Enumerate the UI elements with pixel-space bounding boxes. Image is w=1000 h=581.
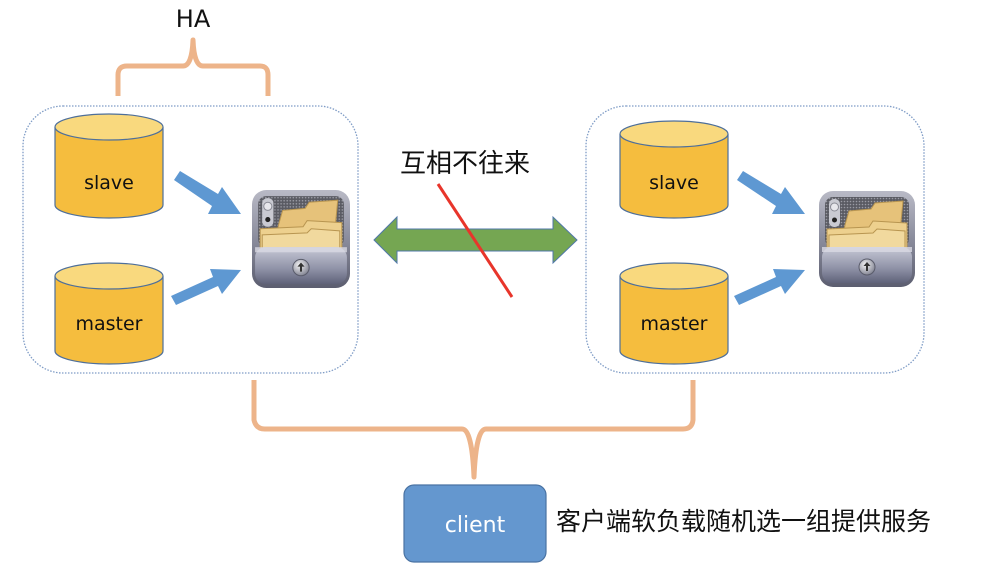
right-group: slave master xyxy=(585,105,925,374)
left-group-border xyxy=(22,105,359,374)
right-slave-arrow xyxy=(737,171,805,214)
right-slave-db[interactable]: slave xyxy=(619,120,729,219)
left-slave-label: slave xyxy=(84,172,134,194)
left-group: slave master xyxy=(22,105,359,374)
left-master-arrow xyxy=(171,269,241,305)
right-master-db[interactable]: master xyxy=(619,262,729,365)
left-slave-arrow xyxy=(174,171,241,214)
left-storage-drawer-icon xyxy=(252,190,350,288)
right-master-label: master xyxy=(640,313,707,335)
cross-out-line xyxy=(436,183,514,298)
right-master-arrow xyxy=(734,269,805,305)
no-contact-label: 互相不往来 xyxy=(400,149,530,179)
right-group-border xyxy=(585,105,925,374)
left-master-label: master xyxy=(75,313,142,335)
ha-label: HA xyxy=(176,5,211,33)
ha-brace xyxy=(115,37,271,96)
client-button[interactable]: client xyxy=(403,484,547,563)
left-master-db[interactable]: master xyxy=(54,262,164,365)
left-slave-db[interactable]: slave xyxy=(54,113,164,219)
right-storage-drawer-icon xyxy=(819,191,915,287)
client-label: client xyxy=(445,513,506,538)
right-slave-label: slave xyxy=(649,172,699,194)
client-caption: 客户端软负载随机选一组提供服务 xyxy=(556,507,931,536)
group-brace xyxy=(251,380,696,480)
